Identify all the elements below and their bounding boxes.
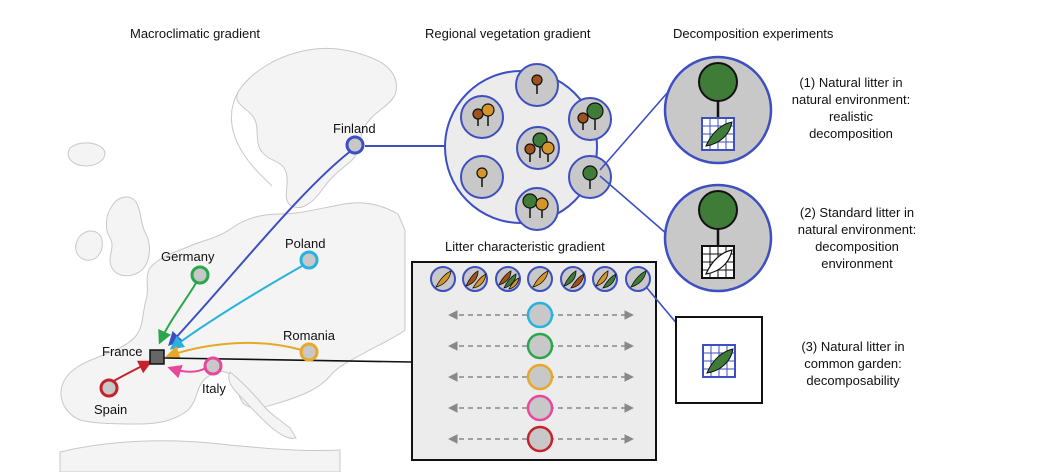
plot-lower-left [460,155,504,199]
arrow-germany [158,282,197,345]
marker-romania [299,342,319,362]
exp1-line4: decomposition [809,126,893,141]
litter-type-5 [560,266,586,292]
header-litter: Litter characteristic gradient [445,239,605,254]
label-romania: Romania [283,328,336,343]
label-france: France [102,344,142,359]
exp2-line4: environment [821,256,893,271]
experiment-3-text: (3) Natural litter in common garden: dec… [801,339,904,388]
exp1-line3: realistic [829,109,874,124]
exp3-line2: common garden: [804,356,902,371]
transfer-arrows [111,149,353,383]
country-markers [99,135,365,398]
litter-characteristic-box [411,261,657,461]
map-britain [105,196,150,277]
header-macroclimatic: Macroclimatic gradient [130,26,260,41]
marker-france [149,349,165,365]
map-ireland [75,230,103,261]
experiment-1-text: (1) Natural litter in natural environmen… [792,75,911,141]
map-scandinavia [236,47,397,209]
litter-row-germany [448,332,634,360]
litter-type-2 [462,266,488,292]
litter-row-italy [448,394,634,422]
exp2-line3: decomposition [815,239,899,254]
litterbag-natural-1 [701,117,735,151]
experiment-3-diagram [675,316,763,404]
litter-row-marker-romania [526,363,554,391]
litterbag-standard [701,245,735,279]
exp3-line3: decomposability [806,373,900,388]
litter-types-row [430,266,651,292]
experiment-2-text: (2) Standard litter in natural environme… [798,205,917,271]
regional-vegetation-circle [444,63,612,231]
map-norway-coast [231,91,273,187]
header-regional: Regional vegetation gradient [425,26,591,41]
country-labels: Finland Germany Poland Romania France It… [94,121,376,417]
plot-upper-right [568,97,612,141]
litter-row-poland [448,301,634,329]
map-italy [228,371,297,439]
label-spain: Spain [94,402,127,417]
litter-row-marker-germany [526,332,554,360]
plot-upper-left [460,95,504,139]
plot-center [516,126,560,170]
arrow-finland [168,149,353,347]
connector-exp1 [599,91,669,171]
arrow-romania [165,341,303,360]
litter-row-marker-italy [526,394,554,422]
exp1-line2: natural environment: [792,92,911,107]
litter-garden-rows [448,301,634,453]
marker-italy [203,356,223,376]
label-poland: Poland [285,236,325,251]
plot-lower-right [568,155,612,199]
experiment-1-diagram [663,55,773,165]
header-decomposition: Decomposition experiments [673,26,834,41]
arrow-spain [111,360,153,383]
plot-top [515,63,559,107]
litter-type-3 [495,266,521,292]
exp3-line1: (3) Natural litter in [801,339,904,354]
litter-row-marker-poland [526,301,554,329]
exp1-line1: (1) Natural litter in [799,75,902,90]
arrow-italy [167,364,207,379]
marker-germany [190,265,210,285]
france-connector [163,357,413,363]
label-italy: Italy [202,381,226,396]
litter-row-spain [448,425,634,453]
map-africa [59,440,341,472]
label-germany: Germany [161,249,215,264]
marker-spain [99,378,119,398]
plot-bottom [515,187,559,231]
marker-finland [345,135,365,155]
litter-type-4 [527,266,553,292]
exp2-line1: (2) Standard litter in [800,205,914,220]
litterbag-natural-3 [702,344,736,378]
litter-row-romania [448,363,634,391]
litter-type-6 [592,266,618,292]
arrow-poland [169,265,303,350]
experiment-2-diagram [663,183,773,293]
litter-type-7 [625,266,651,292]
exp2-line2: natural environment: [798,222,917,237]
connector-exp2 [599,175,669,236]
litter-type-1 [430,266,456,292]
label-finland: Finland [333,121,376,136]
marker-poland [299,250,319,270]
litter-row-marker-spain [526,425,554,453]
map-iceland [67,142,106,167]
